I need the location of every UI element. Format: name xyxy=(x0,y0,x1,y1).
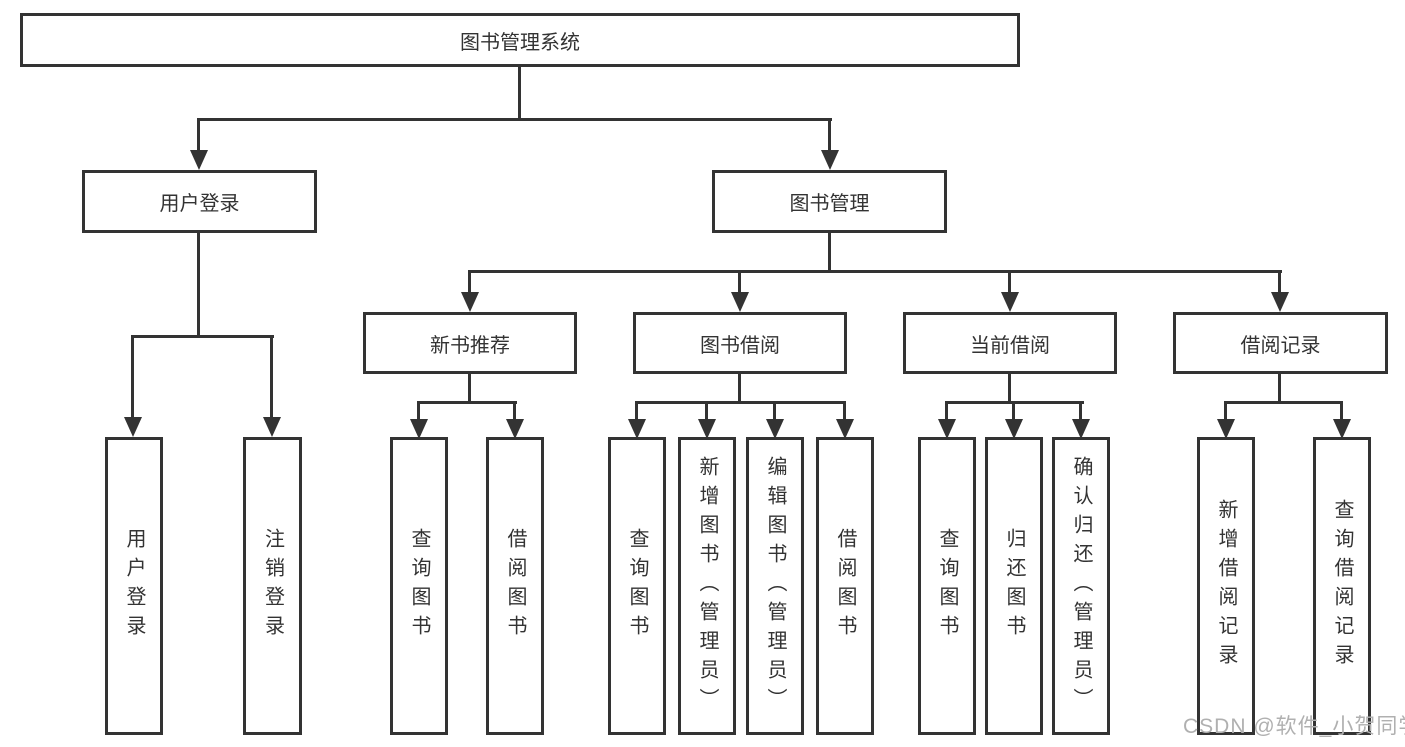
arrow-down-icon xyxy=(1001,292,1019,312)
node-label: 新增图书（管理员） xyxy=(696,455,718,717)
connector-line xyxy=(197,231,200,337)
node-book-borrowing: 图书借阅 xyxy=(633,312,847,374)
node-label: 图书管理 xyxy=(789,193,870,215)
node-label: 当前借阅 xyxy=(970,334,1050,357)
connector-line xyxy=(131,335,134,421)
arrow-down-icon xyxy=(1271,292,1289,312)
arrow-down-icon xyxy=(821,150,839,170)
leaf-return-books: 归还图书 xyxy=(985,437,1043,735)
arrow-down-icon xyxy=(766,419,784,439)
leaf-add-books-admin: 新增图书（管理员） xyxy=(678,437,736,735)
node-current-borrowing: 当前借阅 xyxy=(903,312,1117,374)
leaf-confirm-return-admin: 确认归还（管理员） xyxy=(1052,437,1110,735)
watermark: CSDN @软件_小贺同学 xyxy=(1183,715,1405,738)
connector-line xyxy=(468,270,1282,273)
leaf-borrow-books-recommend: 借阅图书 xyxy=(486,437,544,735)
arrow-down-icon xyxy=(1072,419,1090,439)
connector-line xyxy=(828,231,831,273)
leaf-query-books-recommend: 查询图书 xyxy=(390,437,448,735)
leaf-edit-books-admin: 编辑图书（管理员） xyxy=(746,437,804,735)
arrow-down-icon xyxy=(938,419,956,439)
connector-line xyxy=(513,401,516,423)
leaf-user-login: 用户登录 xyxy=(105,437,163,735)
arrow-down-icon xyxy=(410,419,428,439)
connector-line xyxy=(468,372,471,403)
connector-line xyxy=(635,401,846,404)
arrow-down-icon xyxy=(628,419,646,439)
node-label: 借阅图书 xyxy=(834,528,856,644)
node-label: 用户登录 xyxy=(159,193,240,215)
leaf-query-books-current: 查询图书 xyxy=(918,437,976,735)
connector-line xyxy=(518,67,521,120)
connector-line xyxy=(828,118,831,153)
node-label: 查询图书 xyxy=(936,528,958,644)
arrow-down-icon xyxy=(1333,419,1351,439)
arrow-down-icon xyxy=(124,417,142,437)
node-label: 图书管理系统 xyxy=(460,31,580,54)
arrow-down-icon xyxy=(836,419,854,439)
connector-line xyxy=(1278,270,1281,296)
node-new-book-recommend: 新书推荐 xyxy=(363,312,577,374)
connector-line xyxy=(843,401,846,423)
connector-line xyxy=(1340,401,1343,423)
arrow-down-icon xyxy=(506,419,524,439)
leaf-borrow-books: 借阅图书 xyxy=(816,437,874,735)
node-label: 新书推荐 xyxy=(430,334,510,357)
connector-line xyxy=(417,401,517,404)
node-label: 图书借阅 xyxy=(700,334,780,357)
connector-line xyxy=(773,401,776,423)
connector-line xyxy=(417,401,420,423)
connector-line xyxy=(270,335,273,421)
arrow-down-icon xyxy=(263,417,281,437)
node-user-login: 用户登录 xyxy=(82,170,317,233)
connector-line xyxy=(131,335,274,338)
connector-line xyxy=(197,118,200,153)
connector-line xyxy=(468,270,471,296)
arrow-down-icon xyxy=(731,292,749,312)
connector-line xyxy=(1224,401,1227,423)
node-label: 借阅记录 xyxy=(1240,334,1321,357)
node-label: 查询图书 xyxy=(626,528,648,644)
node-label: 借阅图书 xyxy=(504,528,526,644)
arrow-down-icon xyxy=(461,292,479,312)
node-label: 新增借阅记录 xyxy=(1215,499,1237,673)
leaf-logout: 注销登录 xyxy=(243,437,302,735)
arrow-down-icon xyxy=(190,150,208,170)
leaf-query-books-borrowing: 查询图书 xyxy=(608,437,666,735)
node-book-management: 图书管理 xyxy=(712,170,947,233)
leaf-query-borrow-record: 查询借阅记录 xyxy=(1313,437,1371,735)
connector-line xyxy=(635,401,638,423)
connector-line xyxy=(197,118,832,121)
node-label: 用户登录 xyxy=(123,528,145,644)
node-label: 归还图书 xyxy=(1003,528,1025,644)
connector-line xyxy=(1079,401,1082,423)
connector-line xyxy=(1012,401,1015,423)
connector-line xyxy=(1008,372,1011,403)
node-label: 查询借阅记录 xyxy=(1331,499,1353,673)
leaf-add-borrow-record: 新增借阅记录 xyxy=(1197,437,1255,735)
connector-line xyxy=(705,401,708,423)
arrow-down-icon xyxy=(698,419,716,439)
connector-line xyxy=(1278,372,1281,403)
node-label: 注销登录 xyxy=(261,528,284,644)
connector-line xyxy=(945,401,948,423)
node-borrowing-records: 借阅记录 xyxy=(1173,312,1388,374)
node-label: 查询图书 xyxy=(408,528,430,644)
connector-line xyxy=(1224,401,1343,404)
connector-line xyxy=(738,372,741,403)
connector-line xyxy=(1008,270,1011,296)
connector-line xyxy=(738,270,741,296)
node-root-library-system: 图书管理系统 xyxy=(20,13,1020,67)
arrow-down-icon xyxy=(1217,419,1235,439)
arrow-down-icon xyxy=(1005,419,1023,439)
node-label: 编辑图书（管理员） xyxy=(764,455,786,717)
node-label: 确认归还（管理员） xyxy=(1070,455,1092,717)
